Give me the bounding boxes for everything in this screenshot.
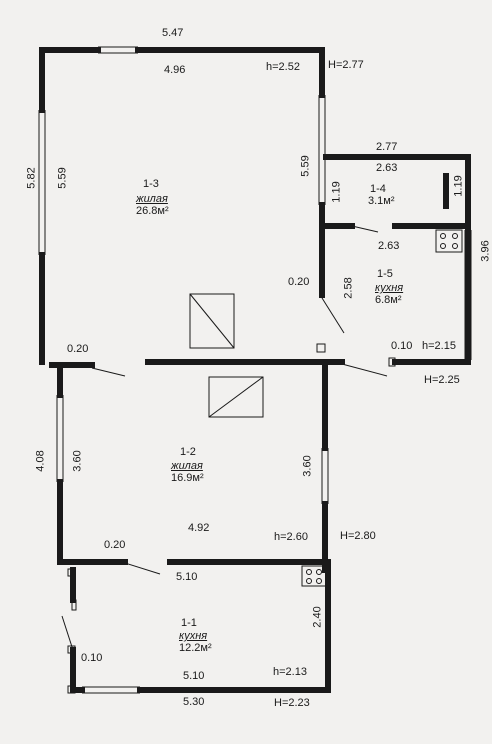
dim-ann-h-right: 1.19 [452, 175, 465, 197]
room-1-1-num: 1-1 [181, 617, 197, 629]
dim-H-ann: H=2.25 [424, 374, 460, 386]
wall-middle [49, 359, 345, 368]
stove-annex [435, 229, 463, 253]
dim-ann-010: 0.10 [391, 340, 413, 352]
chimney-2 [208, 376, 264, 418]
dim-mid-inner: 4.92 [188, 522, 210, 534]
room-1-2-type: жилая [171, 460, 203, 472]
wall-kitchen-right [137, 559, 331, 693]
dim-kitchen-side: 2.58 [342, 277, 355, 299]
dim-H-k: H=2.23 [274, 697, 310, 709]
dim-left-inner: 5.59 [56, 167, 69, 189]
room-1-1-area: 12.2м² [179, 642, 212, 654]
dim-ann-top-inner: 2.63 [376, 162, 398, 174]
room-1-2-area: 16.9м² [171, 472, 204, 484]
room-1-5-area: 6.8м² [375, 294, 402, 306]
room-1-5-num: 1-5 [377, 268, 393, 280]
dim-h-ann: h=2.15 [422, 340, 456, 352]
dim-wall-020-c: 0.20 [104, 539, 126, 551]
dim-left-mid: 4.08 [34, 450, 47, 472]
stove-kitchen [301, 565, 327, 587]
chimney-1 [189, 293, 235, 349]
dim-wall-020-b: 0.20 [67, 343, 89, 355]
dim-k-side: 2.40 [311, 606, 324, 628]
dim-ann-h-left: 1.19 [330, 181, 343, 203]
room-1-3-type: жилая [136, 193, 168, 205]
room-1-5-type: кухня [375, 282, 404, 294]
room-1-4-area: 3.1м² [368, 195, 395, 207]
dim-k-010: 0.10 [81, 652, 103, 664]
dim-wall-020-a: 0.20 [288, 276, 310, 288]
room-1-1-type: кухня [179, 630, 208, 642]
dim-mid-right: 5.59 [299, 155, 312, 177]
dim-mid-bottom: 5.10 [176, 571, 198, 583]
wall-kitchen-left [70, 567, 85, 693]
dim-ann-bottom: 2.63 [378, 240, 400, 252]
dim-left-mid-inner: 3.60 [71, 450, 84, 472]
dim-top-outer: 5.47 [162, 27, 184, 39]
annex-walls [323, 154, 471, 365]
room-1-3-area: 26.8м² [136, 205, 169, 217]
dim-H-mid: H=2.80 [340, 530, 376, 542]
dim-top-inner: 4.96 [164, 64, 186, 76]
dim-ann-top: 2.77 [376, 141, 398, 153]
dim-k-inner: 5.10 [183, 670, 205, 682]
room-1-4-num: 1-4 [370, 183, 386, 195]
dim-h-top: h=2.52 [266, 61, 300, 73]
room-1-3-num: 1-3 [143, 178, 159, 190]
dim-h-mid: h=2.60 [274, 531, 308, 543]
dim-ann-right: 3.96 [479, 240, 492, 262]
dim-k-outer: 5.30 [183, 696, 205, 708]
dim-h-k: h=2.13 [273, 666, 307, 678]
room-1-2-num: 1-2 [180, 446, 196, 458]
dim-right-mid: 3.60 [301, 455, 314, 477]
dim-H-top: H=2.77 [328, 59, 364, 71]
dim-left-outer: 5.82 [25, 167, 38, 189]
wall-left-mid [57, 367, 128, 565]
